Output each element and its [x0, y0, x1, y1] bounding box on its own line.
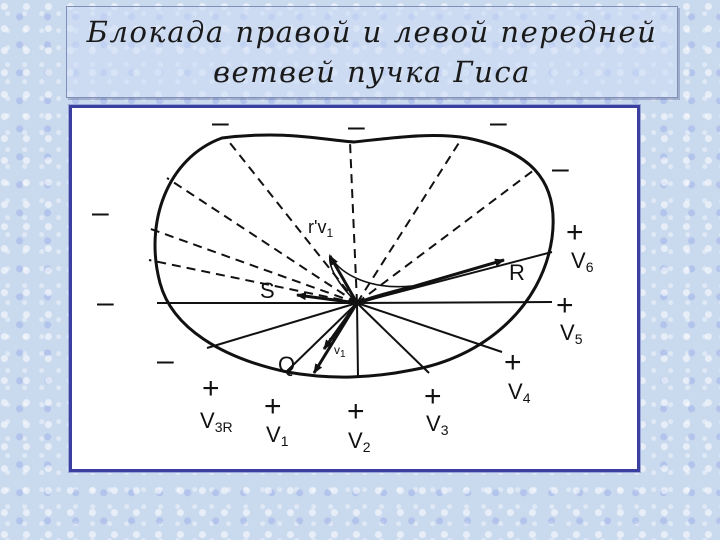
minus-sign-1: –: [212, 108, 229, 139]
vector-R: [356, 258, 505, 305]
minus-sign-6: –: [97, 286, 114, 319]
qrs-loop: [329, 253, 413, 305]
vector-S: [296, 292, 358, 305]
vectors: [296, 255, 505, 374]
plus-sign-v1: +: [264, 390, 282, 423]
vector-labels: R S Q r'v1 rv1: [260, 217, 525, 377]
plus-sign-v3r: +: [202, 372, 220, 405]
plus-sign-v6: +: [566, 216, 584, 249]
slide-title-line-2: ветвей пучка Гиса: [213, 55, 531, 89]
lead-label-v1: V1: [266, 422, 289, 449]
solid-axes: [157, 251, 553, 379]
lead-label-v2: V2: [348, 428, 371, 455]
lead-label-v4: V4: [508, 379, 531, 406]
vector-label-r-prime-v1: r'v1: [308, 217, 333, 240]
vector-label-S: S: [260, 278, 275, 303]
plus-sign-v4: +: [504, 346, 522, 379]
vector-label-Q: Q: [278, 352, 295, 377]
dashed-axes: [147, 137, 535, 304]
negative-signs: – – – – – – –: [92, 108, 569, 377]
horizontal-plane-diagram: – – – – – – – + + + + + + + V6 V5 V4 V3 …: [92, 108, 594, 455]
lead-label-v5: V5: [560, 320, 583, 347]
vector-label-r-v1: rv1: [328, 332, 346, 360]
positive-signs: + + + + + + +: [202, 216, 584, 428]
minus-sign-3: –: [490, 108, 507, 139]
lead-label-v6: V6: [571, 248, 594, 275]
vectorcardiogram-figure: – – – – – – – + + + + + + + V6 V5 V4 V3 …: [69, 105, 640, 472]
minus-sign-5: –: [92, 196, 109, 229]
lead-label-v3: V3: [426, 411, 449, 438]
lead-label-v3r: V3R: [200, 408, 233, 435]
slide-title-box: Блокада правой и левой передней ветвей п…: [66, 6, 678, 98]
vector-r-prime-v1: [328, 255, 359, 304]
slide-title-line-1: Блокада правой и левой передней: [86, 15, 658, 49]
plus-sign-v3: +: [424, 380, 442, 413]
lead-labels: V6 V5 V4 V3 V2 V1 V3R: [200, 248, 594, 455]
minus-sign-4: –: [552, 152, 569, 185]
vector-label-R: R: [509, 260, 525, 285]
minus-sign-2: –: [348, 110, 365, 143]
minus-sign-7: –: [157, 344, 174, 377]
plus-sign-v2: +: [347, 395, 365, 428]
torso-outline: [153, 133, 555, 379]
vector-Q: [312, 302, 359, 374]
plus-sign-v5: +: [556, 289, 574, 322]
